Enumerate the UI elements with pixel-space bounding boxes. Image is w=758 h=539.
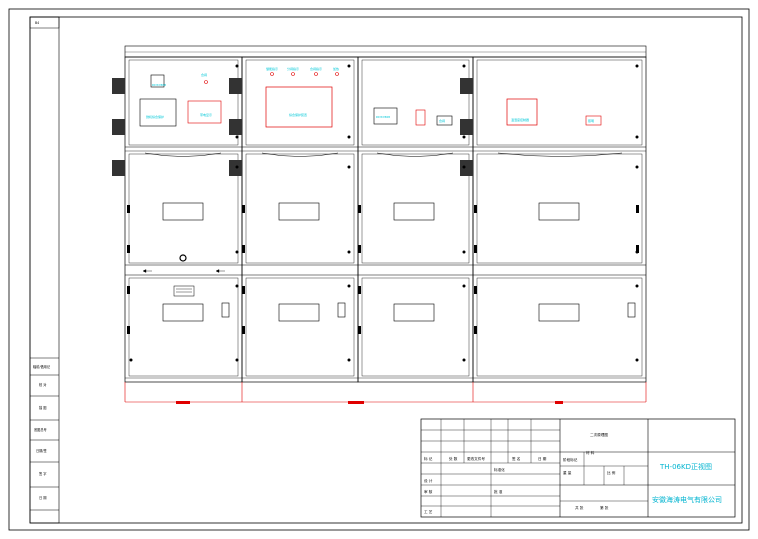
scale-label: 比 例 — [607, 470, 616, 475]
switch-box — [415, 109, 426, 126]
base-marker — [176, 401, 190, 404]
weight-label: 重 量 — [563, 470, 572, 475]
inner-border — [29, 16, 743, 524]
strip-label: 底图总号 — [34, 427, 47, 432]
indicator-text: 加热 — [333, 66, 339, 71]
lamp-icon — [314, 72, 318, 76]
lamp-icon — [270, 72, 274, 76]
small-box — [436, 115, 453, 126]
small-label: 合闸 — [439, 118, 445, 123]
relay-box — [139, 98, 177, 127]
relay-label: 微机综合保护 — [146, 114, 164, 119]
strip-label: 日期/签 — [36, 448, 47, 453]
lamp-icon — [291, 72, 295, 76]
meter-label: DDSY868 — [152, 83, 166, 87]
strip-label: 描 图 — [39, 405, 46, 410]
tb-row-label: 标 记 — [424, 456, 433, 461]
tb-row-label: 处 数 — [449, 456, 458, 461]
tb-row-label: 工 艺 — [424, 509, 433, 514]
lamp-icon — [204, 80, 208, 84]
indicator-text: 储能指示 — [266, 66, 278, 71]
stage-label: 阶段标记 — [563, 457, 578, 462]
switchgear-front-view: DDSY868 微机综合保护 带电显示 合闸 储能指示 分闸指示 合闸指示 加热… — [112, 45, 647, 404]
tb-row-label: 批 准 — [494, 489, 503, 494]
protection-device — [265, 86, 333, 128]
meter-box — [150, 74, 165, 88]
title-block: 标 记 处 数 更改文件号 签 名 日 期 设 计 审 核 工 艺 标准化 批 … — [420, 418, 736, 518]
indicator-box — [187, 100, 222, 124]
cabinet-4 — [472, 56, 647, 383]
material-label: 材 料 — [586, 450, 595, 455]
base-marker — [348, 401, 364, 404]
cabinet-2 — [241, 56, 359, 383]
strip-label: 辐射/借用记 — [33, 364, 51, 369]
lamp-label: 合闸 — [201, 72, 207, 77]
cabinet-1 — [124, 56, 243, 383]
project-title: TH-06KD正视图 — [659, 462, 712, 471]
indicator-text: 分闸指示 — [287, 66, 299, 71]
small-box — [585, 115, 602, 126]
small-label: 照明 — [588, 119, 594, 123]
tb-row-label: 日 期 — [538, 456, 547, 461]
sheet-no: 第 张 — [600, 505, 609, 510]
tb-row-label: 签 名 — [512, 456, 521, 461]
corner-code: B4 — [35, 21, 39, 25]
outer-border — [8, 8, 750, 531]
strip-label: 日 期 — [39, 495, 46, 500]
tb-row-label: 更改文件号 — [467, 456, 485, 461]
indicator-label: 带电显示 — [200, 112, 212, 117]
left-strip: B4 辐射/借用记 校 对 描 图 底图总号 日期/签 签 字 日 期 — [29, 16, 60, 524]
meter-label: DDSY868 — [376, 115, 390, 119]
controller-label: 温湿度控制器 — [511, 117, 529, 122]
company-name: 安徽海涛电气有限公司 — [652, 495, 722, 504]
base-frame — [124, 382, 647, 403]
indicator-text: 合闸指示 — [310, 66, 322, 71]
sheet-label: 共 张 — [575, 505, 584, 510]
meter-box — [373, 107, 398, 125]
strip-label: 签 字 — [39, 471, 46, 476]
base-marker — [555, 401, 563, 404]
controller-box — [506, 98, 538, 126]
tb-row-label: 审 核 — [424, 489, 433, 494]
cabinet-3 — [357, 56, 474, 383]
tb-row-label: 设 计 — [424, 478, 433, 483]
lamp-icon — [335, 72, 339, 76]
protection-device-label: 综合保护装置 — [289, 112, 307, 117]
drawing-name: 二次原理图 — [590, 432, 608, 437]
strip-label: 校 对 — [39, 382, 47, 387]
tb-row-label: 标准化 — [494, 467, 505, 472]
